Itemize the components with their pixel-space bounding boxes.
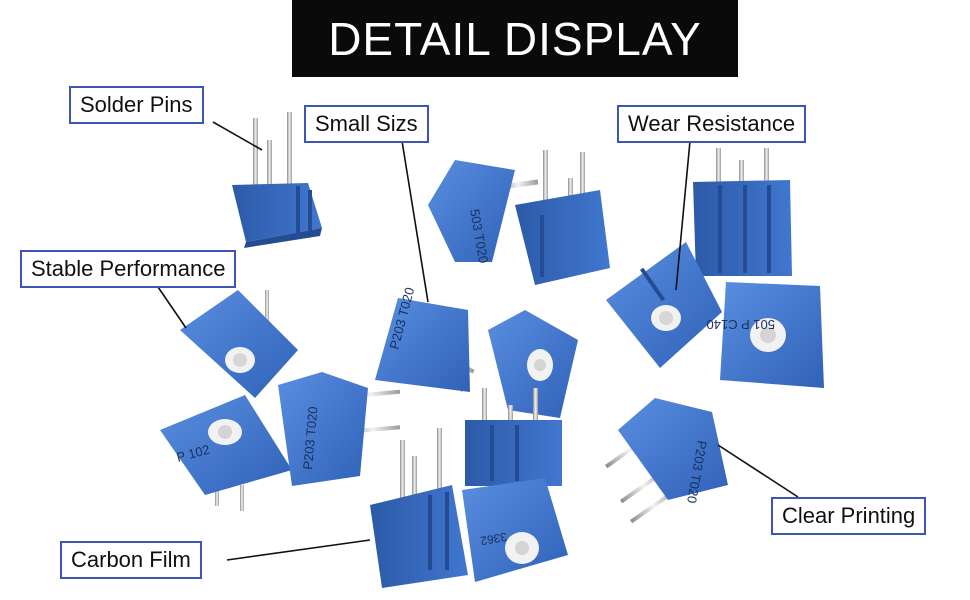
leader-carbon-film (226, 539, 371, 561)
potentiometer-4 (693, 148, 792, 276)
page-title: DETAIL DISPLAY (292, 0, 738, 77)
potentiometer-12 (465, 388, 562, 486)
potentiometer-6: 501 P C140 (707, 282, 824, 388)
leader-clear-printing (717, 444, 799, 498)
leader-stable-performance (157, 286, 187, 329)
potentiometer-14: 3362 (462, 478, 568, 582)
callout-small-size: Small Sizs (304, 105, 429, 143)
marking-text: 501 P C140 (707, 317, 775, 332)
potentiometer-2: 503 T020 (428, 160, 539, 264)
marking-text: P203 T020 (300, 406, 320, 470)
potentiometer-15: P203 T020 (605, 398, 728, 524)
callout-stable-performance: Stable Performance (20, 250, 237, 288)
callout-clear-printing: Clear Printing (771, 497, 927, 535)
potentiometer-1 (232, 112, 322, 248)
callout-wear-resistance: Wear Resistance (617, 105, 807, 143)
potentiometer-11: P203 T020 (278, 372, 401, 486)
potentiometer-9 (180, 290, 298, 398)
marking-text: 3362 (479, 530, 508, 548)
callout-carbon-film: Carbon Film (60, 541, 202, 579)
potentiometer-13 (370, 428, 468, 588)
potentiometer-8 (488, 310, 578, 418)
potentiometer-3 (515, 150, 610, 285)
callout-solder-pins: Solder Pins (69, 86, 204, 124)
potentiometer-7: P203 T020 (375, 286, 475, 392)
callout-leaders (157, 121, 799, 561)
potentiometer-5 (606, 242, 722, 368)
leader-small-size (401, 140, 429, 303)
leader-wear-resistance (675, 140, 691, 291)
leader-solder-pins (212, 121, 263, 151)
potentiometer-10: P 102 (160, 395, 292, 511)
